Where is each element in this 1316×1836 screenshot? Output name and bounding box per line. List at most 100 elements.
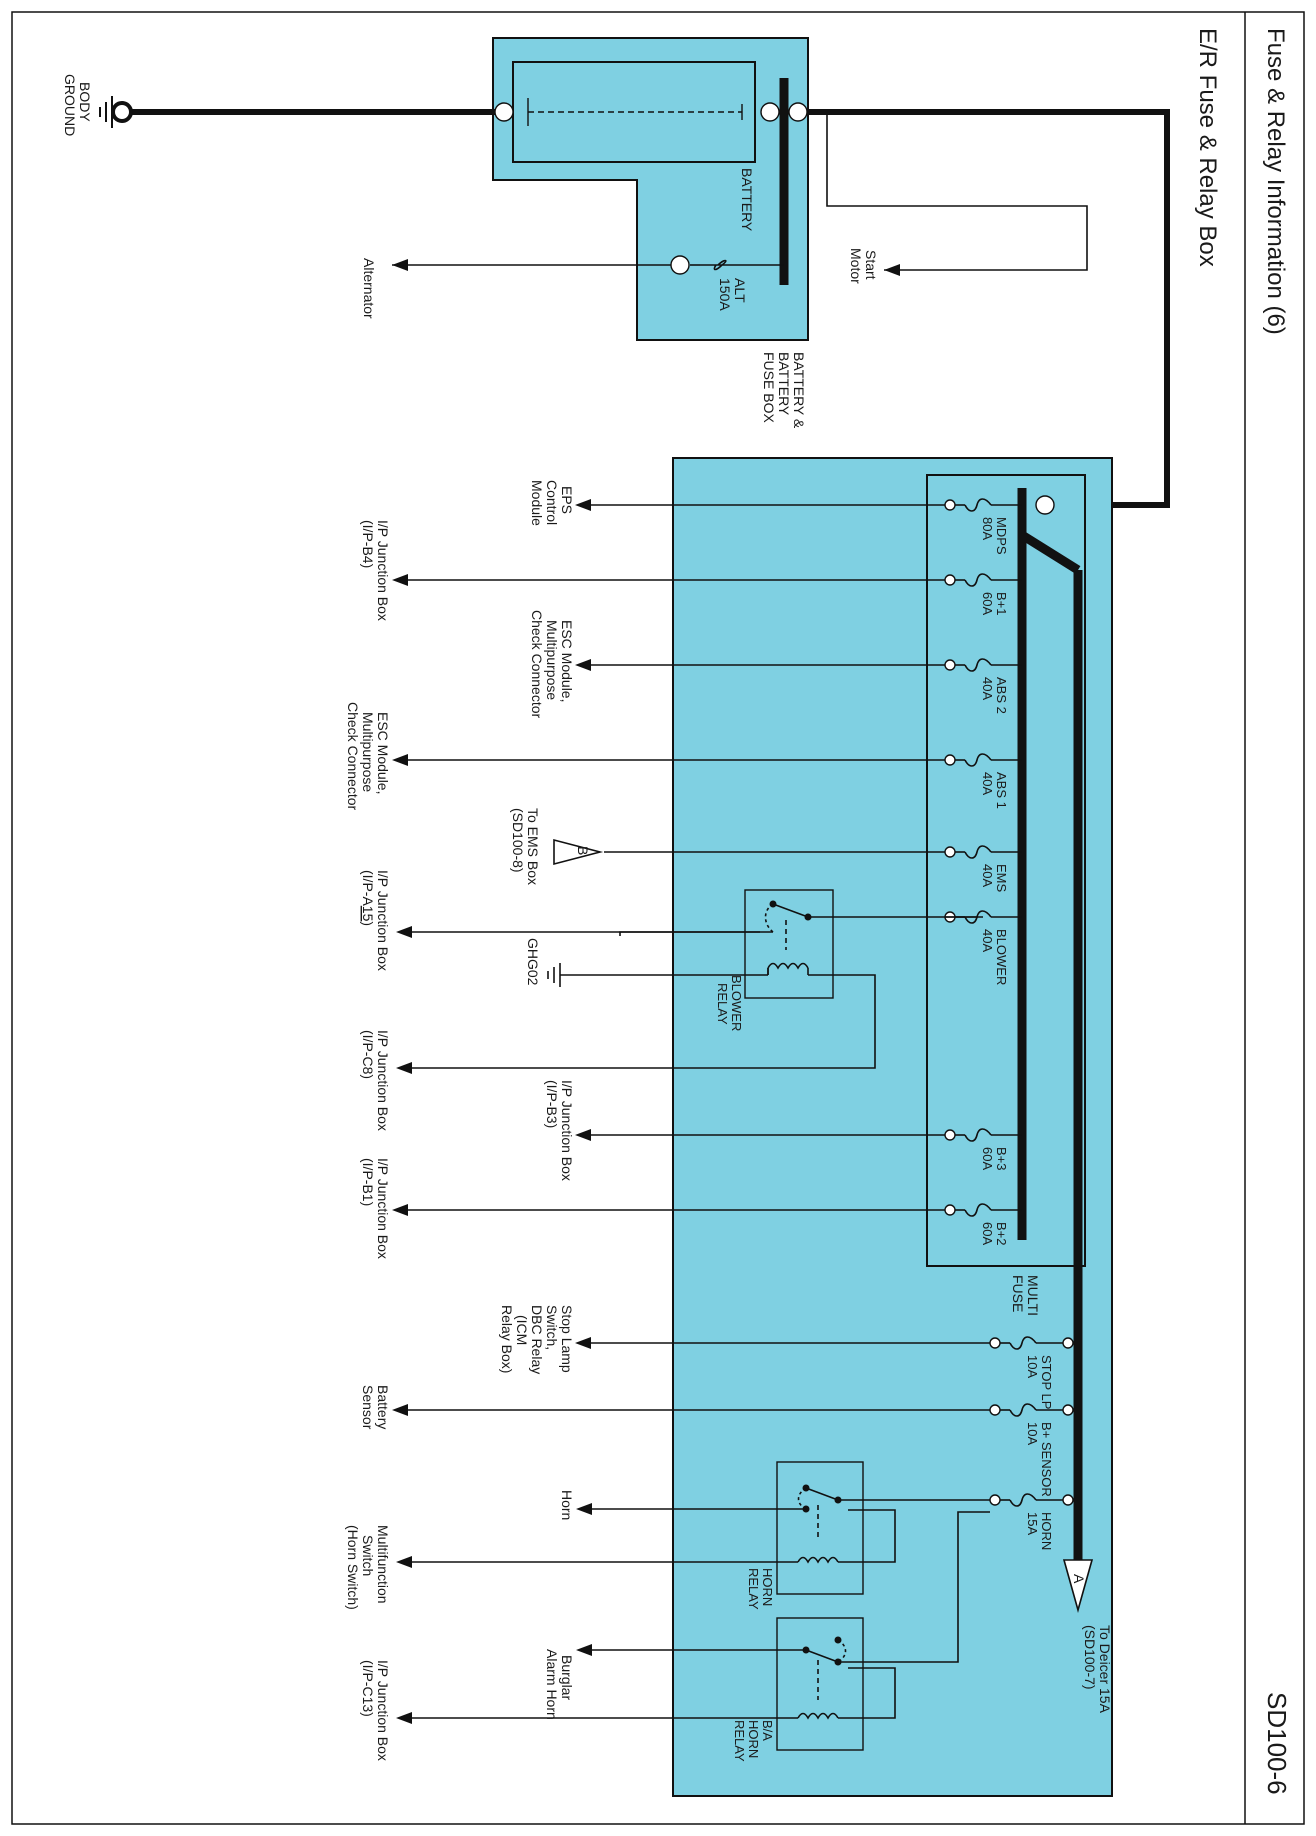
ba-horn-relay-box [776, 1617, 864, 1751]
fuse-terminal-mdps [944, 499, 956, 511]
blower-relay-contact [772, 903, 809, 918]
blower-relay-box [744, 889, 834, 999]
battery-sensor-label: BatterySensor [360, 1385, 391, 1430]
main-feed-wire [807, 109, 1170, 508]
ba-feed-wire [838, 1511, 990, 1663]
ba-horn-relay-label: B/AHORNRELAY [732, 1720, 775, 1762]
fuse-terminal-b-sensor [989, 1404, 1001, 1416]
body-ground-label: BODYGROUND [62, 74, 93, 136]
ipb3-label: I/P Junction Box(I/P-B3) [544, 1080, 575, 1181]
battery-out-terminal [788, 102, 808, 122]
fuse-terminal-b-2 [944, 1204, 956, 1216]
alternator-arrow [392, 259, 408, 271]
fuse-symbol-horn [1009, 1493, 1037, 1507]
fuse-symbol-ems [964, 845, 992, 859]
er-box-input-terminal [1035, 495, 1055, 515]
fuse-symbol-b-sensor [1009, 1403, 1037, 1417]
er-fuse-relay-box [672, 457, 1113, 1797]
deicer-connector-triangle [1062, 1559, 1094, 1613]
blower-relay-label: BLOWERRELAY [715, 975, 744, 1031]
battery-neg-terminal [494, 102, 514, 122]
fuse-terminal-abs-1 [944, 754, 956, 766]
ipa-label-2: (I/P-A15) [360, 870, 376, 926]
horn-relay-label: HORNRELAY [746, 1568, 775, 1610]
alternator-label: Alternator [361, 258, 377, 319]
alt-fuse-label: ALT150A [717, 278, 748, 311]
horn-arrow [576, 1503, 592, 1515]
blower-coil-arrow [396, 1062, 412, 1074]
start-motor-arrow [884, 264, 900, 276]
ipa-label: I/P Junction Box(I/P-A15) [360, 870, 391, 971]
fuse-label-b-3: B+360A [980, 1147, 1009, 1171]
fuse-terminal-abs-2 [944, 659, 956, 671]
fuse-symbol-b-1 [964, 573, 992, 587]
ems-box-label: To EMS Box(SD100-8) [510, 808, 541, 885]
fuse-label-horn: HORN15A [1025, 1512, 1054, 1550]
battery-pos-terminal [760, 102, 780, 122]
ba-horn-relay-contact [805, 1649, 839, 1663]
horn-relay-contact [805, 1487, 839, 1501]
body-ground-terminal [111, 101, 133, 123]
fuse-out-arrow-b-3 [575, 1129, 591, 1141]
battery-label: BATTERY [739, 168, 755, 232]
esc1-label: ESC Module,MultipurposeCheck Connector [345, 702, 391, 811]
fuse-terminal-horn [989, 1494, 1001, 1506]
fuse-symbol-mdps [964, 498, 992, 512]
fuse-out-arrow-b-sensor [392, 1404, 408, 1416]
page-frame [11, 11, 1305, 1825]
blower-ground-wire [560, 968, 769, 976]
start-motor-wire [807, 111, 1088, 271]
fuse-bus-terminal-b-sensor [1062, 1404, 1074, 1416]
fuse-label-b-2: B+260A [980, 1222, 1009, 1246]
horn-coil-wire [838, 1509, 896, 1563]
ba-coil-arrow [396, 1712, 412, 1724]
diagram-id: SD100-6 [1262, 1692, 1292, 1795]
multi-fuse-label: MULTIFUSE [1010, 1275, 1041, 1316]
ipb4-label: I/P Junction Box(I/P-B4) [360, 520, 391, 621]
fuse-label-abs-2: ABS 240A [980, 677, 1009, 714]
alt-fuse-terminal [670, 255, 690, 275]
fuse-out-arrow-stop-lp [575, 1337, 591, 1349]
horn-label: Horn [559, 1490, 575, 1520]
horn-relay-coil [797, 1556, 839, 1564]
fuse-bus-terminal-stop-lp [1062, 1337, 1074, 1349]
blower-relay-coil [767, 962, 809, 970]
stop-lamp-label: Stop LampSwitch,DBC Relay(ICMRelay Box) [499, 1305, 575, 1374]
fuse-label-b-sensor: B+ SENSOR10A [1025, 1422, 1054, 1497]
fuse-symbol-b-3 [964, 1128, 992, 1142]
eps-label: EPSControlModule [529, 480, 575, 526]
ba-horn-arrow [576, 1644, 592, 1656]
fuse-symbol-abs-1 [964, 753, 992, 767]
fuse-label-abs-1: ABS 140A [980, 772, 1009, 809]
ipc13-label: I/P Junction Box(I/P-C13) [360, 1660, 391, 1761]
fuse-symbol-b-2 [964, 1203, 992, 1217]
fuse-symbol-stop-lp [1009, 1336, 1037, 1350]
fuse-out-arrow-b-2 [392, 1204, 408, 1216]
ipc8-label: I/P Junction Box(I/P-C8) [360, 1030, 391, 1131]
blower-to-ipa-arrow [396, 926, 412, 938]
blower-coil-wire [400, 974, 876, 1069]
fuse-out-arrow-mdps [575, 499, 591, 511]
branch-bus [1019, 531, 1081, 574]
ems-connector-triangle [553, 838, 604, 866]
multifunction-switch-label: MultifunctionSwitch(Horn Switch) [345, 1525, 391, 1610]
page-title: Fuse & Relay Information (6) [1262, 28, 1289, 335]
fuse-out-arrow-abs-1 [392, 754, 408, 766]
start-motor-label: StartMotor [848, 248, 879, 284]
fuse-terminal-ems [944, 846, 956, 858]
fuse-terminal-b-1 [944, 574, 956, 586]
fuse-label-mdps: MDPS80A [980, 517, 1009, 555]
ems-connector-letter: B [575, 846, 591, 855]
burglar-horn-label: BurglarAlarm Horn [544, 1649, 575, 1720]
page-subtitle: E/R Fuse & Relay Box [1194, 28, 1221, 267]
fuse-terminal-b-3 [944, 1129, 956, 1141]
alt-fuse-symbol [700, 259, 728, 271]
esc2-label: ESC Module,MultipurposeCheck Connector [529, 610, 575, 719]
fuse-terminal-stop-lp [989, 1337, 1001, 1349]
fuse-bus-terminal-horn [1062, 1494, 1074, 1506]
horn-relay-box [776, 1461, 864, 1595]
fuse-label-ems: EMS40A [980, 864, 1009, 893]
deicer-connector-letter: A [1071, 1574, 1087, 1584]
horn-switch-arrow [396, 1556, 412, 1568]
